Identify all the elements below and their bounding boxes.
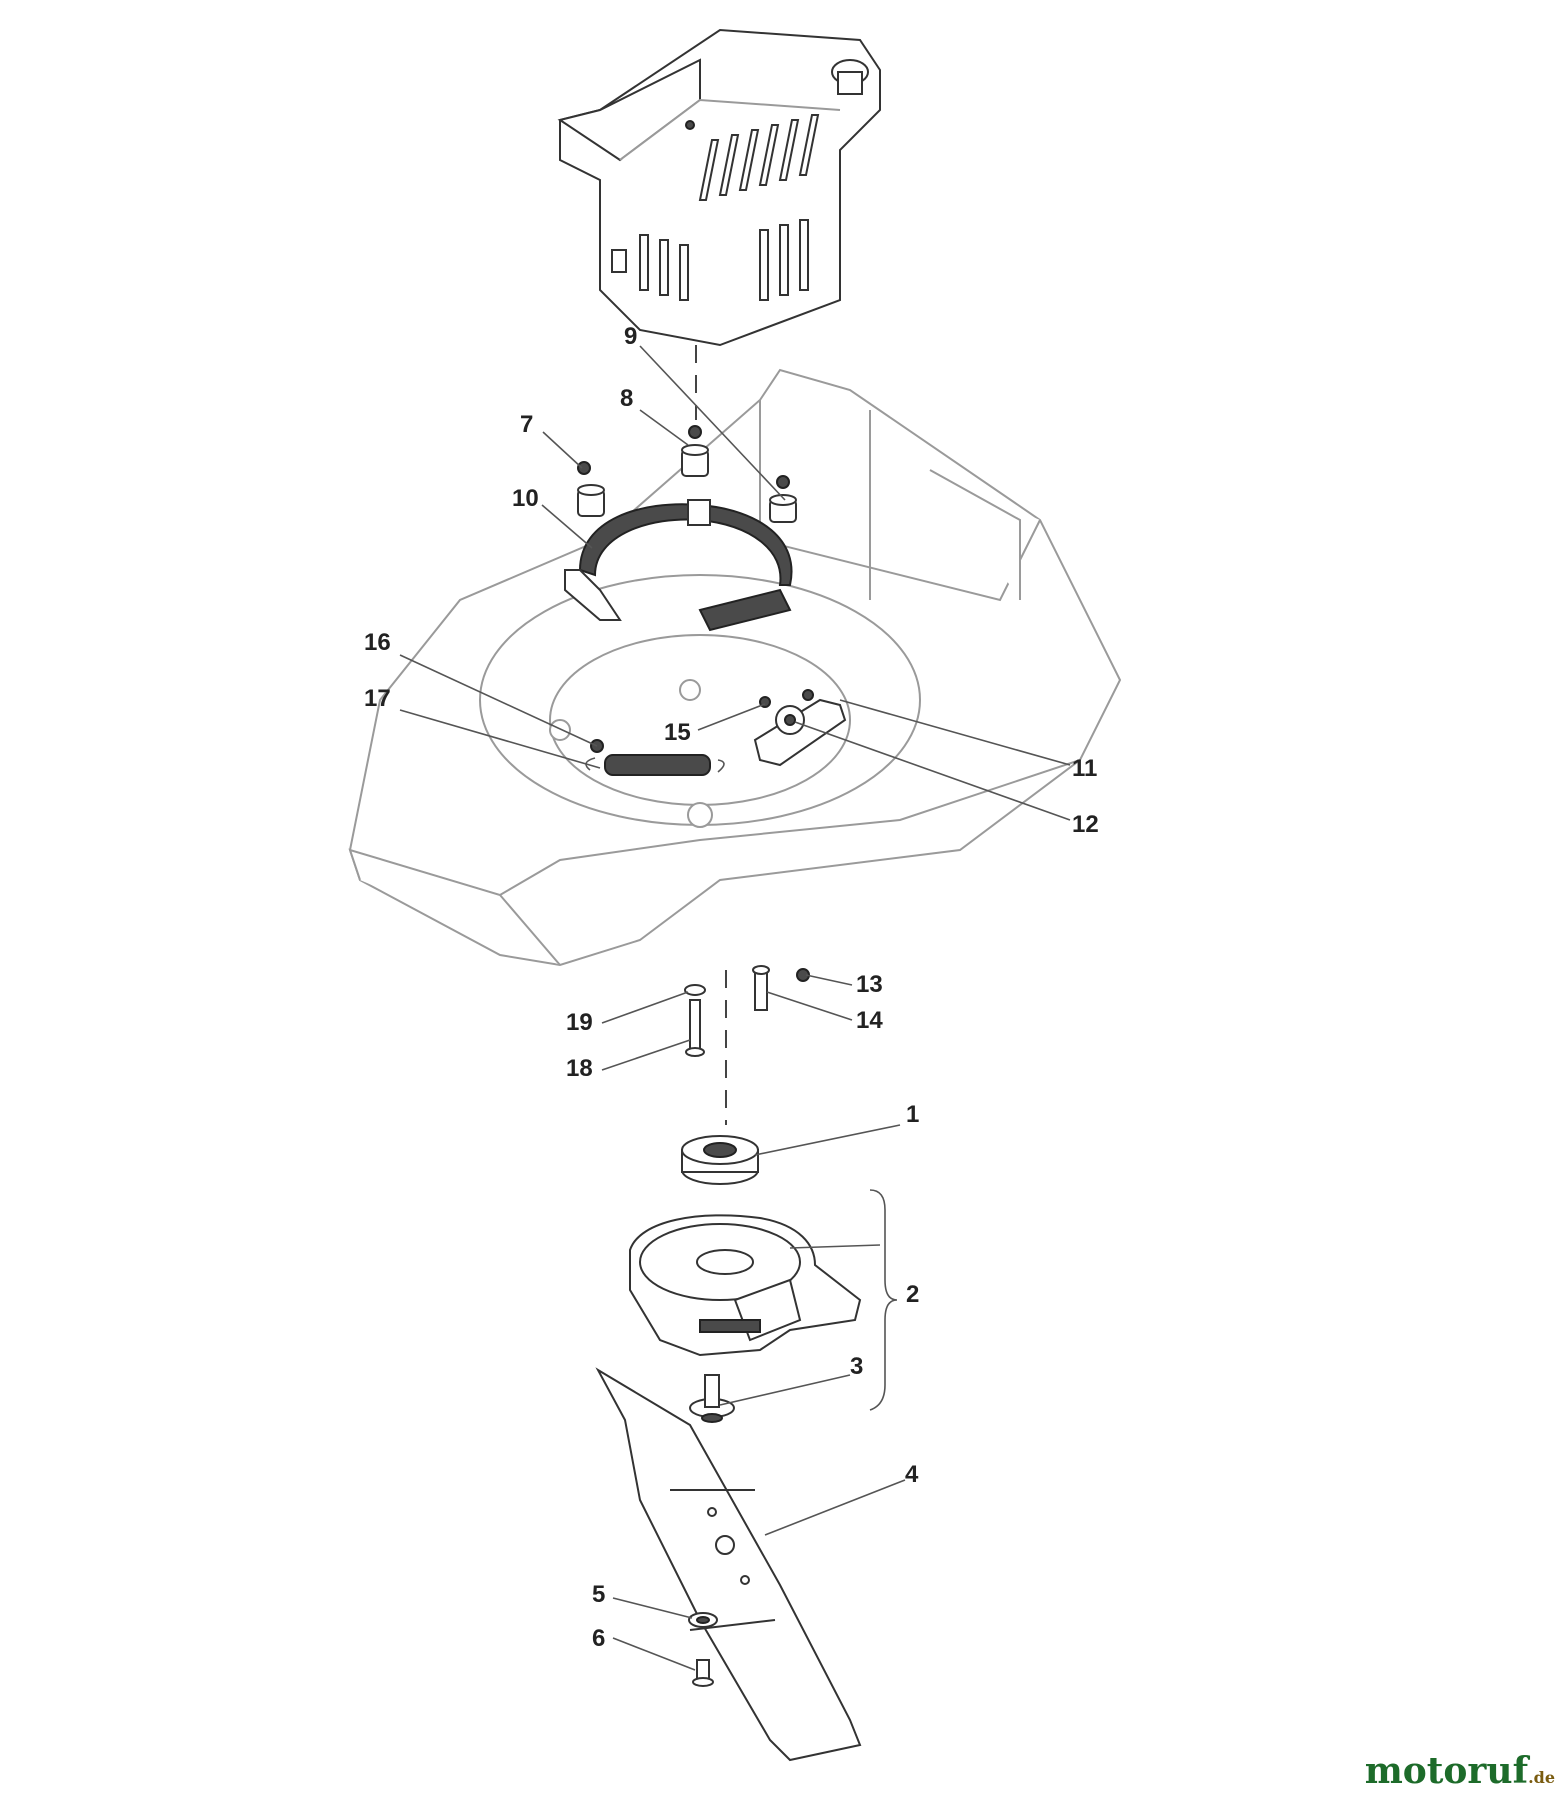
callout-3: 3 [850, 1353, 863, 1380]
callout-16: 16 [364, 629, 391, 656]
callout-6: 6 [592, 1625, 605, 1652]
pulley [681, 1135, 759, 1185]
callout-9: 9 [624, 323, 637, 350]
callout-19: 19 [566, 1009, 593, 1036]
callout-numbers: 1 2 3 4 5 6 7 8 9 10 11 12 13 14 15 16 1… [364, 323, 1099, 1652]
callout-11: 11 [1072, 755, 1097, 782]
watermark-tld-text: .de [1528, 1768, 1555, 1787]
rubber-bushings [577, 425, 797, 523]
callout-18: 18 [566, 1055, 593, 1082]
engine-mount-ring [564, 499, 793, 632]
engine-ribs-icon [639, 114, 820, 301]
center-bolt [689, 1374, 735, 1423]
callout-13: 13 [856, 971, 883, 998]
engine [557, 28, 881, 347]
tension-spring [585, 754, 725, 776]
callout-12: 12 [1072, 811, 1099, 838]
hardware-set [684, 965, 810, 1057]
callout-17: 17 [364, 685, 391, 712]
washer-and-screw [688, 1612, 718, 1687]
mower-deck [348, 368, 1122, 967]
callout-8: 8 [620, 385, 633, 412]
callout-4: 4 [905, 1461, 919, 1488]
callout-7: 7 [520, 411, 533, 438]
cutting-blade [595, 1367, 862, 1762]
callout-14: 14 [856, 1007, 883, 1034]
callout-1: 1 [906, 1101, 919, 1128]
callout-2: 2 [906, 1281, 919, 1308]
callout-15: 15 [664, 719, 691, 746]
idler-bracket [753, 689, 847, 767]
watermark-logo: motoruf.de [1365, 1750, 1555, 1792]
callout-5: 5 [592, 1581, 605, 1608]
leader-lines [399, 345, 1071, 1671]
callout-10: 10 [512, 485, 539, 512]
blade-clutch [629, 1214, 862, 1357]
watermark-main-text: motoruf [1364, 1750, 1529, 1792]
